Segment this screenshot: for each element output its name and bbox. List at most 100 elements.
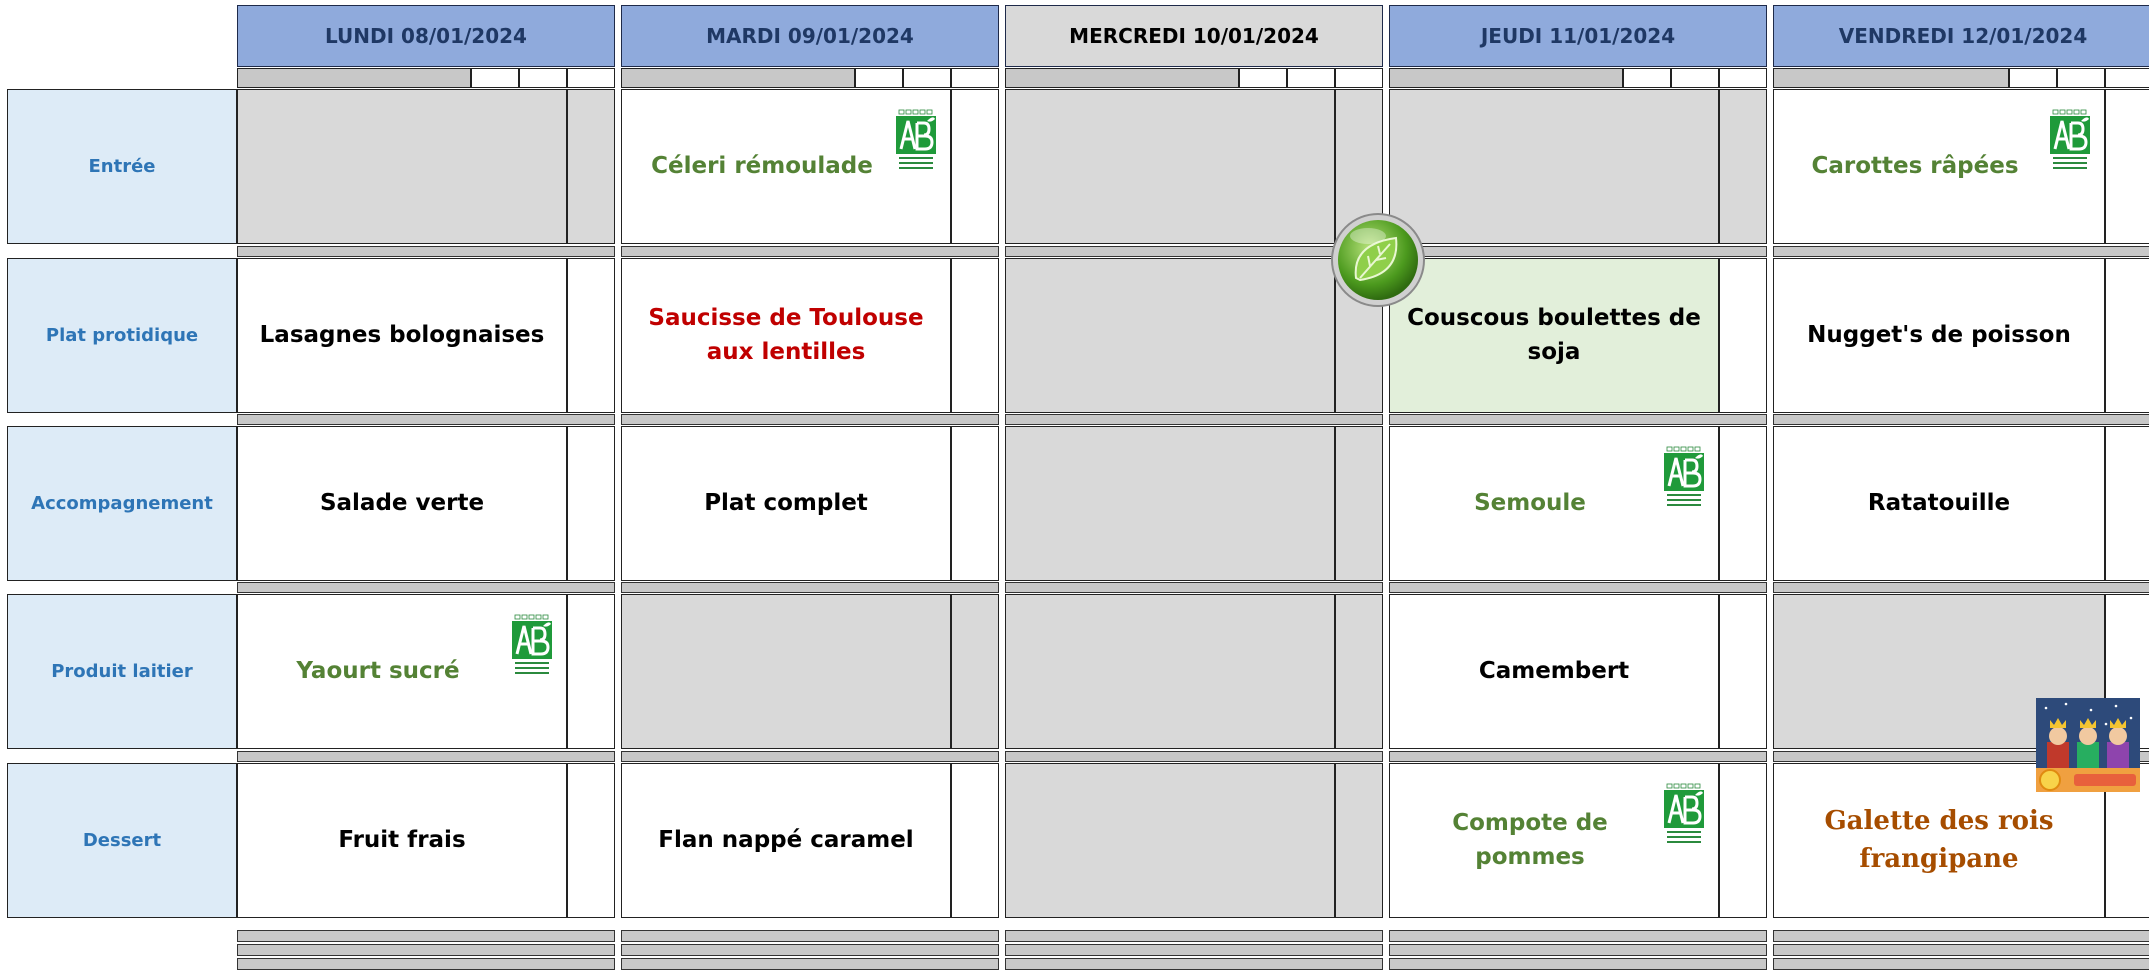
dish-name: Céleri rémoulade — [651, 152, 873, 179]
dish-side-cell — [567, 426, 615, 581]
dish-side-cell — [1719, 426, 1767, 581]
header-subcell — [2009, 68, 2057, 88]
row-separator — [237, 582, 615, 593]
row-separator — [237, 751, 615, 762]
dish-name: Yaourt sucré — [296, 657, 460, 684]
dish-cell-mercredi — [1005, 594, 1335, 749]
dish-name: Nugget's de poisson — [1807, 321, 2071, 348]
dish-side-cell — [951, 763, 999, 918]
row-separator — [621, 414, 999, 425]
dish-cell-mardi — [621, 594, 951, 749]
dish-side-cell — [951, 258, 999, 413]
header-subcell — [1719, 68, 1767, 88]
dish-cell-mardi: Céleri rémoulade — [621, 89, 951, 244]
header-subcell — [2105, 68, 2149, 88]
dish-side-cell — [951, 89, 999, 244]
dish-cell-lundi: Salade verte — [237, 426, 567, 581]
dish-cell-lundi: Lasagnes bolognaises — [237, 258, 567, 413]
dish-cell-jeudi: Camembert — [1389, 594, 1719, 749]
dish-name: Saucisse de Toulouse aux lentilles — [648, 305, 924, 365]
header-subcell — [519, 68, 567, 88]
header-subcell — [1773, 68, 2009, 88]
dish-name: Couscous boulettes de soja — [1407, 305, 1701, 365]
dish-side-cell — [1335, 594, 1383, 749]
dish-name: Camembert — [1478, 657, 1630, 684]
header-subcell — [1005, 68, 1239, 88]
dish-cell-jeudi — [1389, 89, 1719, 244]
header-subcell — [1287, 68, 1335, 88]
day-header-lundi: LUNDI 08/01/2024 — [237, 5, 615, 67]
dish-cell-vendredi: Ratatouille — [1773, 426, 2105, 581]
dish-cell-mardi: Saucisse de Toulouse aux lentilles — [621, 258, 951, 413]
dish-cell-lundi: Fruit frais — [237, 763, 567, 918]
kings-illustration — [2036, 698, 2140, 792]
header-subcell — [1671, 68, 1719, 88]
row-separator — [621, 582, 999, 593]
dish-name: Ratatouille — [1867, 489, 2011, 516]
dish-side-cell — [1719, 258, 1767, 413]
header-subcell — [903, 68, 951, 88]
dish-side-cell — [567, 594, 615, 749]
footer-strip — [1773, 958, 2149, 970]
dish-cell-jeudi: Compote de pommes — [1389, 763, 1719, 918]
dish-side-cell — [1719, 763, 1767, 918]
header-subcell — [471, 68, 519, 88]
category-label: Dessert — [7, 763, 237, 918]
row-separator — [1005, 582, 1383, 593]
dish-side-cell — [1719, 594, 1767, 749]
dish-name: Plat complet — [704, 489, 868, 516]
dish-name: Carottes râpées — [1811, 152, 2019, 179]
footer-strip — [237, 958, 615, 970]
dish-cell-mardi: Flan nappé caramel — [621, 763, 951, 918]
footer-strip — [237, 930, 615, 942]
dish-name: Fruit frais — [338, 826, 466, 853]
header-subcell — [1239, 68, 1287, 88]
row-separator — [1005, 246, 1383, 257]
footer-strip — [1773, 930, 2149, 942]
row-separator — [1773, 246, 2149, 257]
row-separator — [1773, 751, 2149, 762]
ab-logo — [895, 109, 937, 173]
footer-strip — [1389, 958, 1767, 970]
dish-side-cell — [2105, 89, 2149, 244]
ab-logo — [2049, 109, 2091, 173]
dish-side-cell — [1719, 89, 1767, 244]
ab-logo — [1663, 446, 1705, 510]
dish-cell-jeudi: Semoule — [1389, 426, 1719, 581]
dish-side-cell — [951, 426, 999, 581]
header-subcell — [1623, 68, 1671, 88]
dish-cell-mardi: Plat complet — [621, 426, 951, 581]
dish-cell-lundi — [237, 89, 567, 244]
dish-cell-lundi: Yaourt sucré — [237, 594, 567, 749]
header-subcell — [1389, 68, 1623, 88]
dish-cell-vendredi: Galette des rois frangipane — [1773, 763, 2105, 918]
dish-side-cell — [567, 89, 615, 244]
row-separator — [1005, 414, 1383, 425]
footer-strip — [621, 930, 999, 942]
dish-cell-mercredi — [1005, 763, 1335, 918]
dish-cell-vendredi: Carottes râpées — [1773, 89, 2105, 244]
vegetarian-leaf-icon — [1331, 213, 1425, 307]
dish-name: Lasagnes bolognaises — [259, 321, 545, 348]
header-subcell — [567, 68, 615, 88]
ab-logo — [511, 614, 553, 678]
row-separator — [1389, 582, 1767, 593]
dish-side-cell — [2105, 426, 2149, 581]
row-separator — [1389, 751, 1767, 762]
row-separator — [621, 751, 999, 762]
footer-strip — [1389, 944, 1767, 956]
day-header-vendredi: VENDREDI 12/01/2024 — [1773, 5, 2149, 67]
dish-name: Salade verte — [319, 489, 485, 516]
dish-cell-mercredi — [1005, 89, 1335, 244]
dish-cell-mercredi — [1005, 258, 1335, 413]
dish-name: Compote de pommes — [1452, 810, 1608, 870]
category-label: Accompagnement — [7, 426, 237, 581]
dish-cell-jeudi: Couscous boulettes de soja — [1389, 258, 1719, 413]
category-label: Produit laitier — [7, 594, 237, 749]
footer-strip — [1005, 944, 1383, 956]
row-separator — [1005, 751, 1383, 762]
dish-side-cell — [1335, 763, 1383, 918]
row-separator — [1389, 246, 1767, 257]
day-header-mardi: MARDI 09/01/2024 — [621, 5, 999, 67]
footer-strip — [1773, 944, 2149, 956]
